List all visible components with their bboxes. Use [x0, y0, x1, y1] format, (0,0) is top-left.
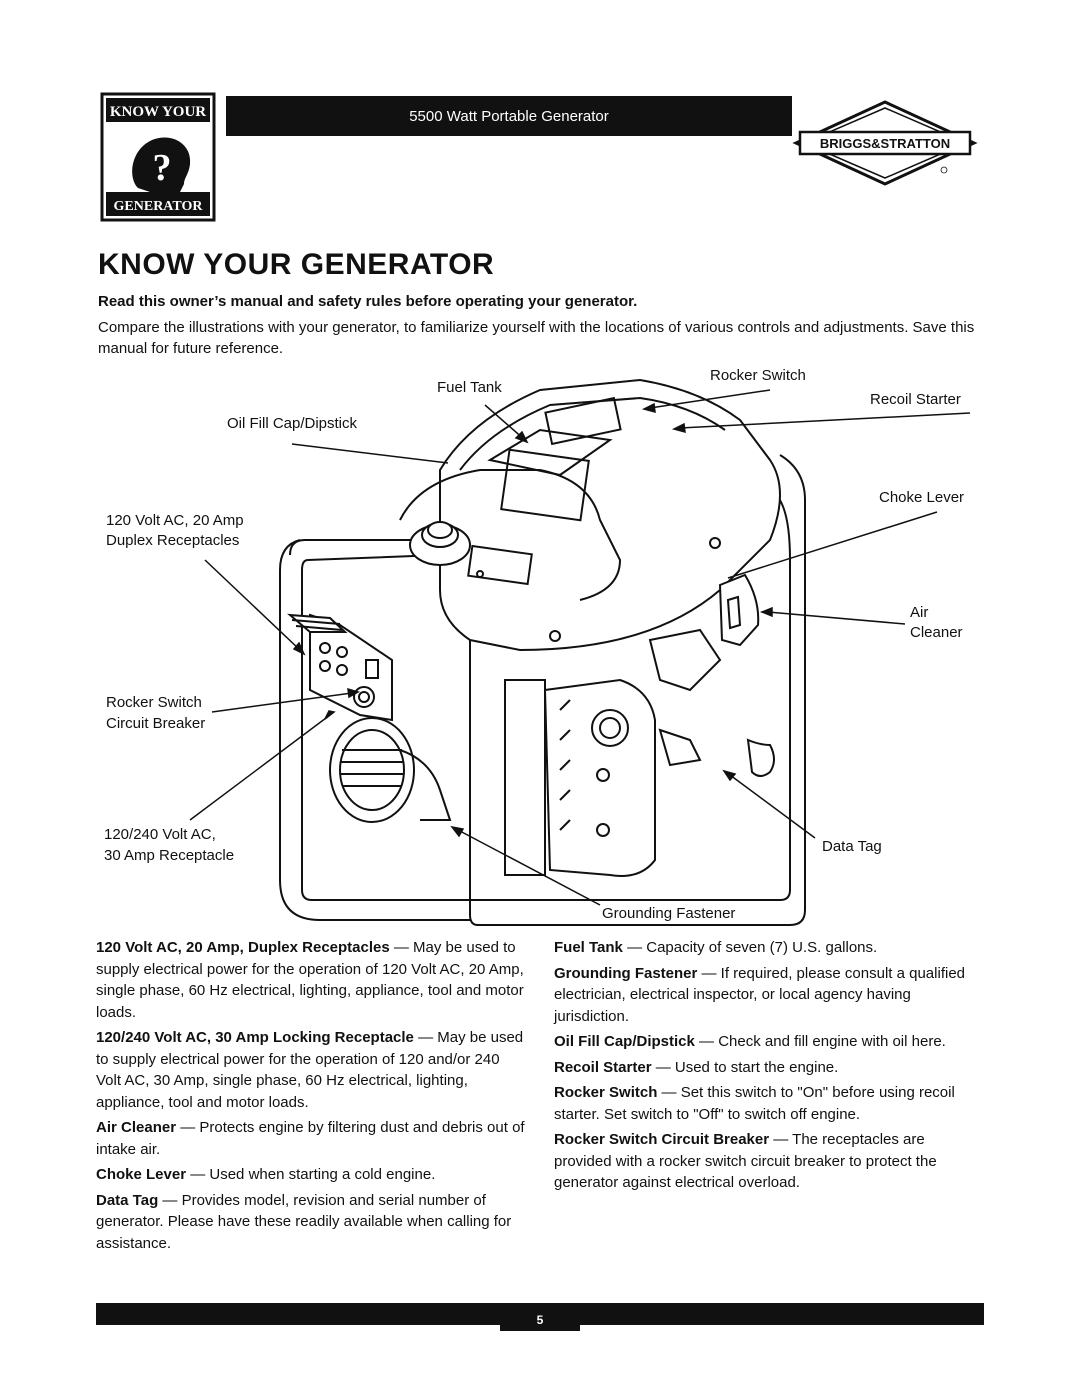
header-title: 5500 Watt Portable Generator	[226, 96, 792, 136]
descriptions-left: 120 Volt AC, 20 Amp, Duplex Receptacles …	[96, 937, 528, 1258]
label-grounding-fastener: Grounding Fastener	[602, 905, 736, 922]
label-air-line2: Cleaner	[910, 624, 963, 641]
logo-bottom-text: GENERATOR	[114, 199, 204, 214]
label-fuel-tank: Fuel Tank	[437, 379, 502, 396]
desc-air-cleaner: Air Cleaner — Protects engine by filteri…	[96, 1119, 525, 1158]
label-rocker-switch: Rocker Switch	[710, 367, 806, 384]
desc-data-tag: Data Tag — Provides model, revision and …	[96, 1191, 512, 1252]
desc-fuel-tank: Fuel Tank — Capacity of seven (7) U.S. g…	[554, 939, 878, 956]
label-recoil-starter: Recoil Starter	[870, 391, 961, 408]
label-duplex-line2: Duplex Receptacles	[106, 532, 240, 549]
label-oil-fill: Oil Fill Cap/Dipstick	[227, 415, 358, 432]
label-recept-line2: 30 Amp Receptacle	[104, 847, 235, 864]
logo-top-text: KNOW YOUR	[110, 104, 206, 120]
desc-grounding-fastener: Grounding Fastener — If required, please…	[554, 964, 965, 1025]
desc-duplex: 120 Volt AC, 20 Amp, Duplex Receptacles …	[96, 939, 524, 1021]
desc-locking-receptacle: 120/240 Volt AC, 30 Amp Locking Receptac…	[96, 1029, 524, 1111]
desc-rocker-switch-circuit-breaker: Rocker Switch Circuit Breaker — The rece…	[554, 1131, 937, 1191]
label-air-line1: Air	[910, 604, 929, 621]
intro-bold: Read this owner’s manual and safety rule…	[98, 293, 638, 310]
intro-text: Compare the illustrations with your gene…	[98, 319, 975, 357]
label-recept-line1: 120/240 Volt AC,	[104, 826, 216, 843]
label-choke-lever: Choke Lever	[879, 489, 965, 506]
descriptions-right: Fuel Tank — Capacity of seven (7) U.S. g…	[554, 937, 974, 1198]
desc-rocker-switch: Rocker Switch — Set this switch to "On" …	[554, 1084, 955, 1123]
label-rocker-cb-line1: Rocker Switch	[106, 694, 202, 711]
page-number: 5	[500, 1303, 580, 1331]
brand-text: BRIGGS&STRATTON	[820, 136, 950, 151]
desc-recoil-starter: Recoil Starter — Used to start the engin…	[554, 1058, 839, 1076]
briggs-stratton-logo: BRIGGS&STRATTON	[792, 100, 978, 186]
desc-choke-lever: Choke Lever — Used when starting a cold …	[96, 1166, 436, 1183]
label-data-tag: Data Tag	[822, 838, 882, 855]
know-your-generator-logo: KNOW YOUR ? GENERATOR	[100, 92, 216, 222]
label-rocker-cb-line2: Circuit Breaker	[106, 715, 206, 732]
page-title: KNOW YOUR GENERATOR	[98, 248, 495, 281]
svg-text:?: ?	[153, 147, 172, 189]
label-duplex-line1: 120 Volt AC, 20 Amp	[106, 512, 244, 529]
desc-oil-fill: Oil Fill Cap/Dipstick — Check and fill e…	[554, 1033, 946, 1050]
